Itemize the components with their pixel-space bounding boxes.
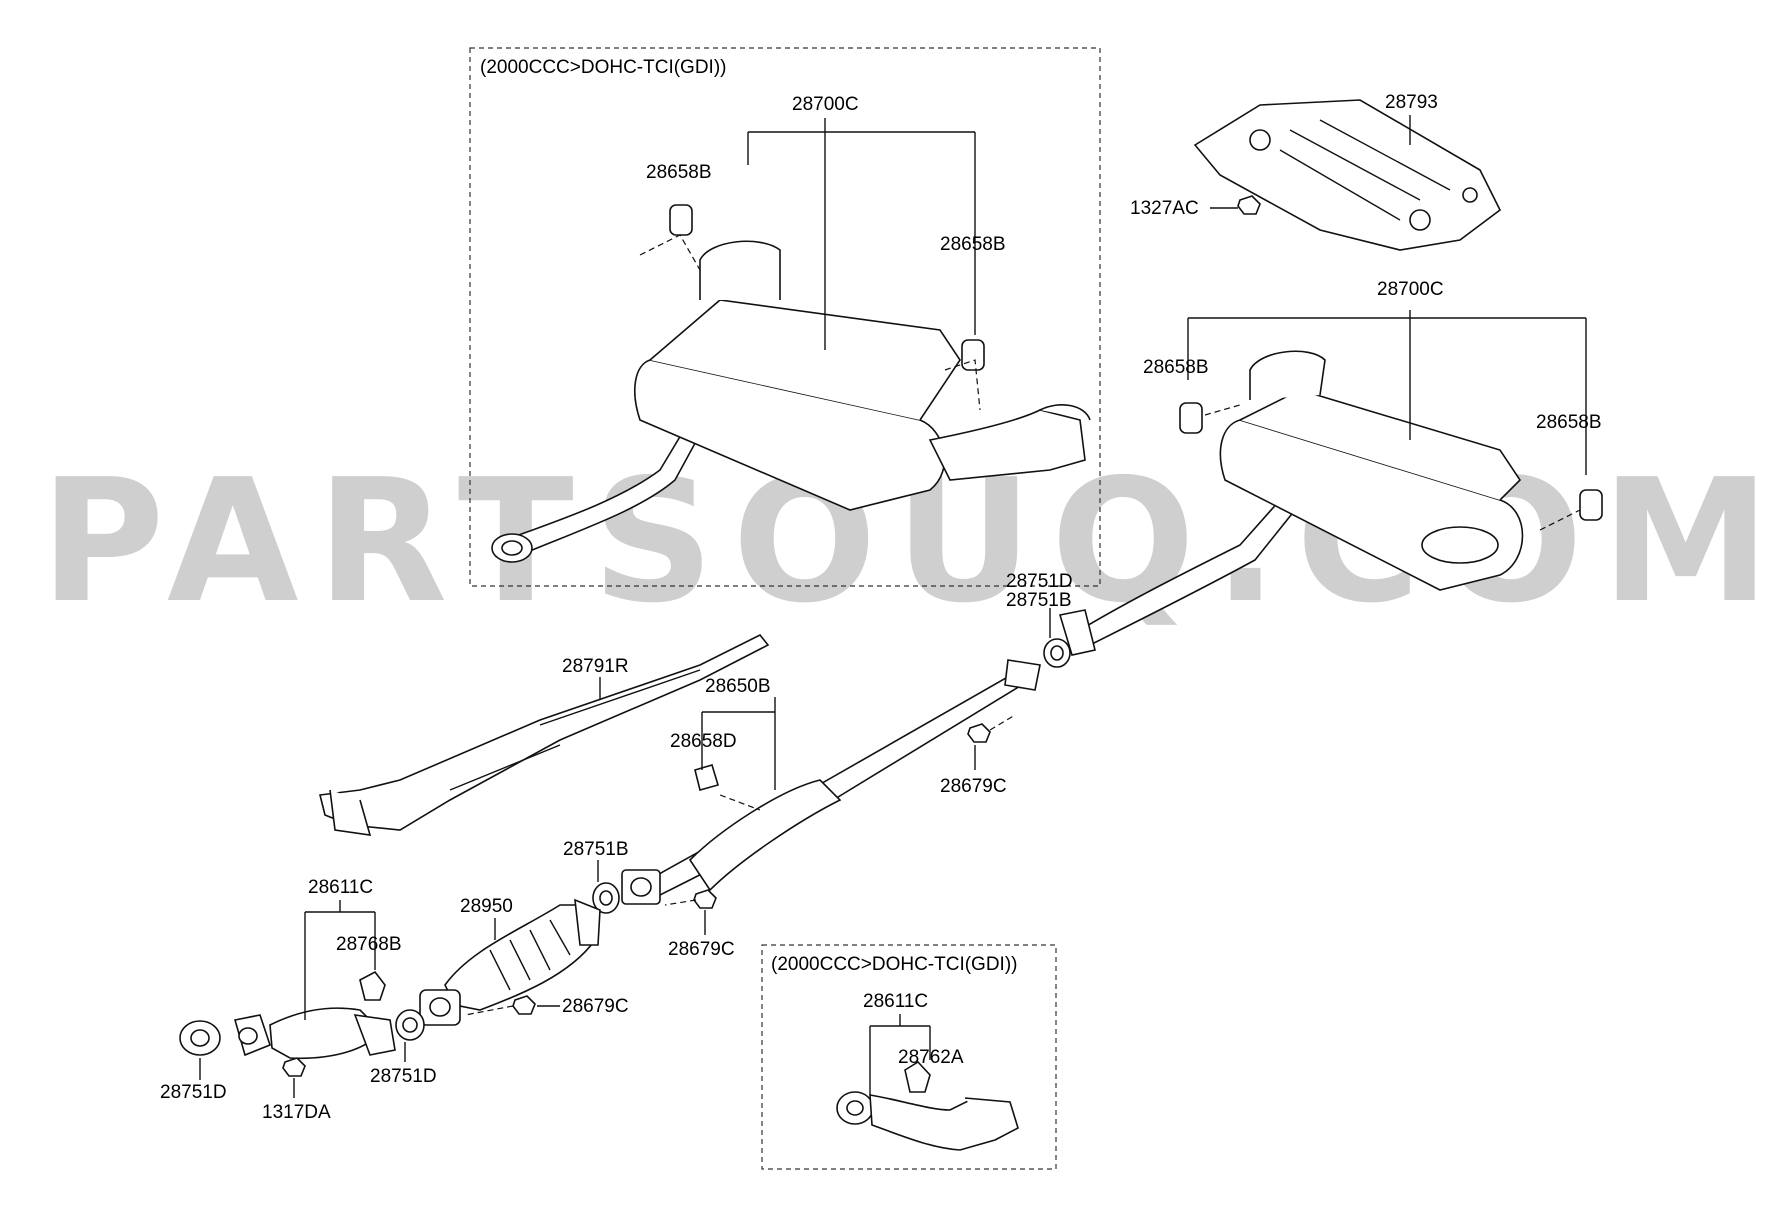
nut-28679c-upper-drawing bbox=[967, 723, 991, 743]
part-label-28791r[interactable]: 28791R bbox=[562, 656, 629, 677]
leader-rear-muffler bbox=[1187, 310, 1587, 475]
lower-gasket-drawing bbox=[592, 882, 620, 914]
nut-28679c-middle-drawing bbox=[693, 889, 717, 909]
part-label-28658b-rear-left[interactable]: 28658B bbox=[1143, 357, 1209, 378]
part-label-28679c-upper[interactable]: 28679C bbox=[940, 776, 1007, 797]
leader-center-muffler bbox=[701, 697, 776, 790]
part-label-28751d-center[interactable]: 28751D bbox=[370, 1066, 437, 1087]
center-heat-shield-drawing bbox=[319, 633, 770, 836]
nut-28679c-upper-dash bbox=[989, 714, 1016, 731]
upper-gasket-drawing bbox=[1043, 608, 1071, 668]
part-label-28611c-alt[interactable]: 28611C bbox=[863, 991, 928, 1012]
part-label-28751d-left[interactable]: 28751D bbox=[160, 1082, 227, 1103]
part-label-28658b-top-left[interactable]: 28658B bbox=[646, 162, 712, 183]
variant-box-bottom bbox=[761, 944, 1057, 1170]
nut-28679c-middle-dash bbox=[664, 899, 697, 906]
rear-muffler-drawing bbox=[1058, 350, 1603, 656]
nut-1327ac-drawing bbox=[1237, 195, 1261, 215]
top-muffler-drawing bbox=[491, 204, 1091, 563]
labels: (2000CCC>DOHC-TCI(GDI)) 28700C 28658B 28… bbox=[160, 57, 1602, 1123]
nut-1317da-drawing bbox=[282, 1057, 306, 1077]
front-pipe-drawing bbox=[179, 970, 425, 1060]
part-label-28611c-left[interactable]: 28611C bbox=[308, 877, 373, 898]
variant-box-top bbox=[469, 47, 1101, 587]
part-label-28700c-rear[interactable]: 28700C bbox=[1377, 279, 1444, 300]
part-label-28700c-top[interactable]: 28700C bbox=[792, 94, 859, 115]
part-label-28658b-rear-right[interactable]: 28658B bbox=[1536, 412, 1602, 433]
group-label-top: (2000CCC>DOHC-TCI(GDI)) bbox=[480, 57, 727, 78]
nut-28679c-lower-drawing bbox=[512, 995, 536, 1015]
leader-28611c-alt bbox=[869, 1014, 931, 1095]
part-label-28650b[interactable]: 28650B bbox=[705, 676, 771, 697]
leader-top-muffler bbox=[747, 118, 976, 350]
center-muffler-drawing bbox=[621, 659, 1041, 905]
part-label-1327ac[interactable]: 1327AC bbox=[1130, 198, 1199, 219]
alt-front-pipe-drawing bbox=[836, 1060, 1019, 1151]
part-label-28950[interactable]: 28950 bbox=[460, 896, 513, 917]
leader-28611c-left bbox=[304, 900, 376, 1020]
nut-28679c-lower-dash bbox=[464, 1005, 514, 1016]
part-label-28793[interactable]: 28793 bbox=[1385, 92, 1438, 113]
part-label-28762a[interactable]: 28762A bbox=[898, 1047, 964, 1068]
part-label-28679c-middle[interactable]: 28679C bbox=[668, 939, 735, 960]
part-label-28679c-lower[interactable]: 28679C bbox=[562, 996, 629, 1017]
part-label-1317da[interactable]: 1317DA bbox=[262, 1102, 331, 1123]
part-label-28751b-upper[interactable]: 28751B bbox=[1006, 590, 1072, 611]
part-label-28658b-top-right[interactable]: 28658B bbox=[940, 234, 1006, 255]
catalytic-converter-drawing bbox=[419, 898, 601, 1026]
rear-heat-shield-drawing bbox=[1193, 99, 1502, 251]
part-label-28751b-lower[interactable]: 28751B bbox=[563, 839, 629, 860]
part-label-28768b[interactable]: 28768B bbox=[336, 934, 402, 955]
group-label-bottom: (2000CCC>DOHC-TCI(GDI)) bbox=[771, 954, 1018, 975]
part-label-28751d-upper[interactable]: 28751D bbox=[1006, 571, 1073, 592]
part-label-28658d[interactable]: 28658D bbox=[670, 731, 737, 752]
